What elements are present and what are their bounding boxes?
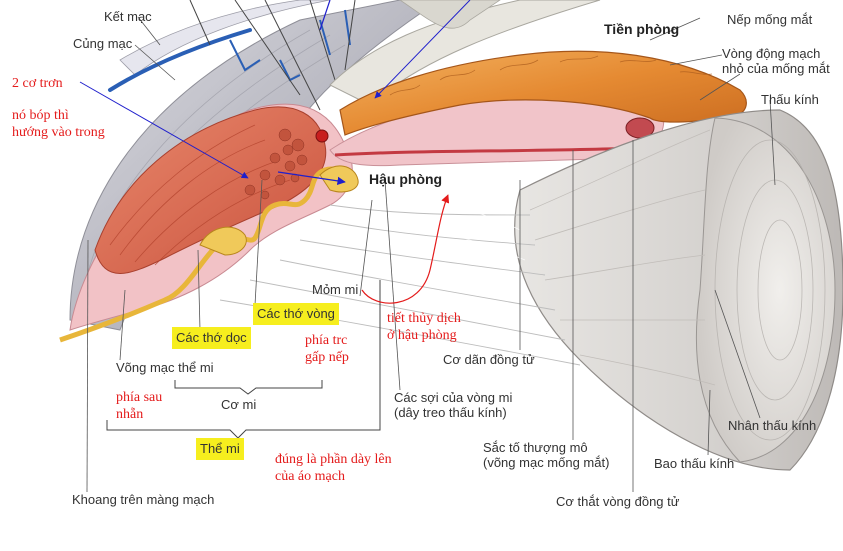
label-sac-to-thuong-mo: Sắc tố thượng mô (võng mạc mống mắt)	[483, 440, 609, 470]
label-vong-dong-mach-line1: Vòng động mạch	[722, 46, 821, 61]
label-mom-mi: Mỏm mi	[312, 282, 359, 297]
label-ket-mac: Kết mạc	[104, 9, 152, 24]
label-co-that-vong-dong-tu: Cơ thắt vòng đồng tử	[556, 494, 680, 509]
label-co-mi: Cơ mi	[221, 397, 257, 412]
ciliary-muscle	[94, 106, 327, 274]
label-vong-mac-the-mi: Võng mạc thể mi	[116, 360, 214, 375]
note-phia-sau-line2: nhẵn	[116, 407, 144, 422]
blue-arrow-3	[277, 171, 346, 186]
note-phia-sau-line1: phía sau	[116, 390, 163, 405]
label-thau-kinh: Thấu kính	[761, 92, 819, 107]
label-nep-mong-mat: Nếp mống mắt	[727, 12, 813, 27]
label-cac-tho-doc: Các thớ dọc	[172, 327, 251, 349]
note-bop-line2: hướng vào trong	[12, 125, 105, 140]
note-phia-truoc-gap-nep: phía trc gấp nếp	[305, 332, 349, 366]
label-cac-soi-line1: Các sợi của vòng mi	[394, 390, 513, 405]
scleral-venous-sinus	[315, 129, 329, 143]
label-cung-mac: Củng mạc	[73, 36, 133, 51]
lens-face	[695, 117, 836, 463]
label-hau-phong: Hậu phòng	[369, 171, 443, 187]
zonular-fibers	[219, 204, 581, 366]
label-the-mi: Thể mi	[196, 438, 244, 460]
note-tiet-line2: ở hậu phòng	[387, 328, 457, 343]
scleral-vein	[108, 28, 252, 92]
label-nhan-thau-kinh: Nhân thấu kính	[728, 418, 817, 433]
label-sac-to-line1: Sắc tố thượng mô	[483, 440, 588, 455]
note-phia-trc-line1: phía trc	[305, 333, 348, 348]
cornea-edge	[329, 0, 601, 106]
note-dung-la-line2: của áo mạch	[275, 469, 345, 484]
label-sac-to-line2: (võng mạc mống mắt)	[483, 455, 610, 470]
label-vong-dong-mach-line2: nhỏ của mống mắt	[722, 61, 830, 76]
label-cac-soi-vong-mi: Các sợi của vòng mi (dây treo thấu kính)	[394, 390, 512, 420]
ciliary-process-fold	[199, 226, 247, 256]
pupil-sphincter	[334, 146, 641, 157]
label-bao-thau-kinh: Bao thấu kính	[654, 456, 735, 471]
label-tien-phong: Tiền phòng	[604, 21, 680, 37]
note-bop-line1: nó bóp thì	[12, 108, 69, 123]
note-phia-sau-nhan: phía sau nhẵn	[116, 389, 162, 423]
note-dung-la-phan-day-len: đúng là phần dày lên của áo mạch	[275, 451, 392, 485]
note-tiet-thuy-dich: tiết thủy dịch ở hậu phòng	[387, 310, 461, 344]
note-phia-trc-line2: gấp nếp	[305, 350, 349, 365]
red-arrow	[361, 194, 450, 304]
co-mi-brace	[174, 380, 323, 395]
blue-arrow-1	[79, 81, 249, 179]
note-dung-la-line1: đúng là phần dày lên	[275, 452, 392, 467]
note-bop-huong-vao-trong: nó bóp thì hướng vào trong	[12, 107, 105, 141]
label-co-dan-dong-tu: Cơ dãn đồng tử	[443, 352, 535, 367]
label-vong-dong-mach: Vòng động mạch nhỏ của mống mắt	[722, 46, 830, 76]
blue-arrow-2	[374, 0, 471, 99]
note-tiet-line1: tiết thủy dịch	[387, 311, 461, 326]
label-cac-soi-line2: (dây treo thấu kính)	[394, 405, 507, 420]
label-cac-tho-vong: Các thớ vòng	[253, 303, 339, 325]
note-hai-co-tron: 2 cơ trơn	[12, 76, 63, 91]
label-khoang-tren-mang-mach: Khoang trên màng mạch	[72, 492, 215, 507]
ciliary-process-edge	[59, 166, 356, 343]
